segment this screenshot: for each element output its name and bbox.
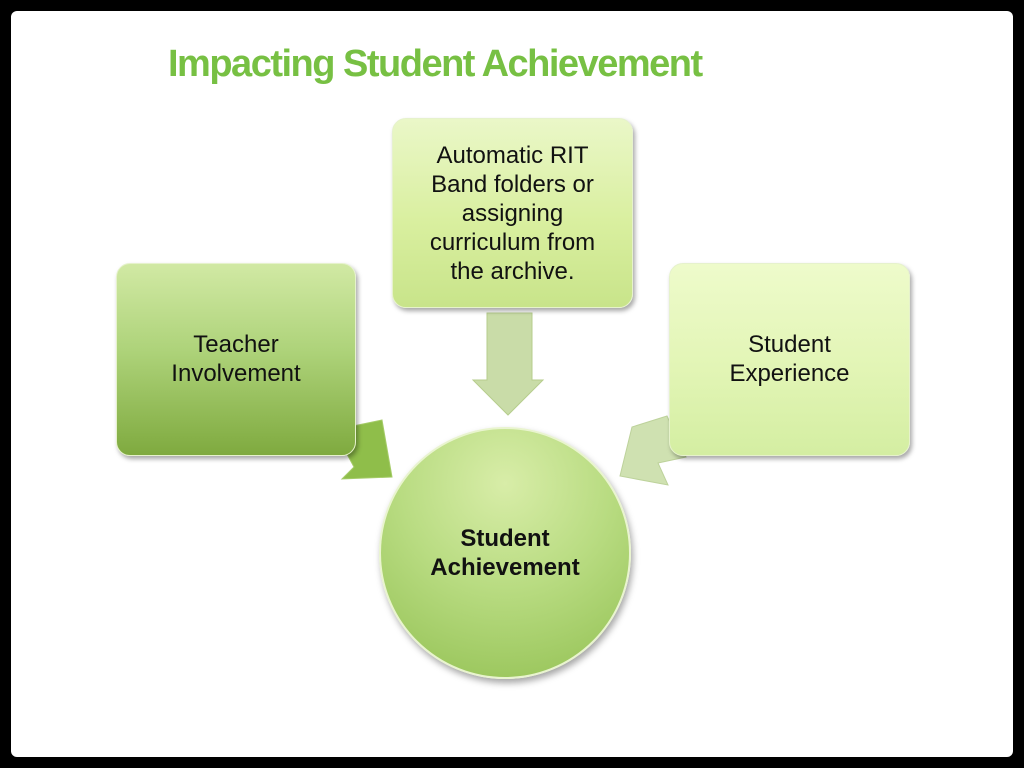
node-label-line: Band folders or <box>431 171 594 198</box>
slide-title: Impacting Student Achievement <box>168 43 703 85</box>
node-automatic-rit-band: Automatic RIT Band folders or assigning … <box>392 118 633 308</box>
node-student-achievement: Student Achievement <box>379 427 631 679</box>
node-label-line: assigning <box>461 200 564 227</box>
node-label-line: Student <box>748 331 831 358</box>
node-student-experience: Student Experience <box>669 263 910 456</box>
arrow-top-to-center <box>471 312 545 416</box>
node-label-line: Teacher <box>193 331 279 358</box>
node-label-line: Involvement <box>171 360 301 387</box>
node-label-line: Experience <box>729 360 850 387</box>
node-label-line: Student <box>460 525 550 552</box>
node-label-line: curriculum from <box>429 229 596 256</box>
node-teacher-involvement: Teacher Involvement <box>116 263 356 456</box>
node-label-line: Automatic RIT <box>436 142 589 169</box>
node-label-line: the archive. <box>450 258 575 285</box>
slide: Impacting Student Achievement Teacher In… <box>11 11 1013 757</box>
node-label-line: Achievement <box>430 554 580 581</box>
